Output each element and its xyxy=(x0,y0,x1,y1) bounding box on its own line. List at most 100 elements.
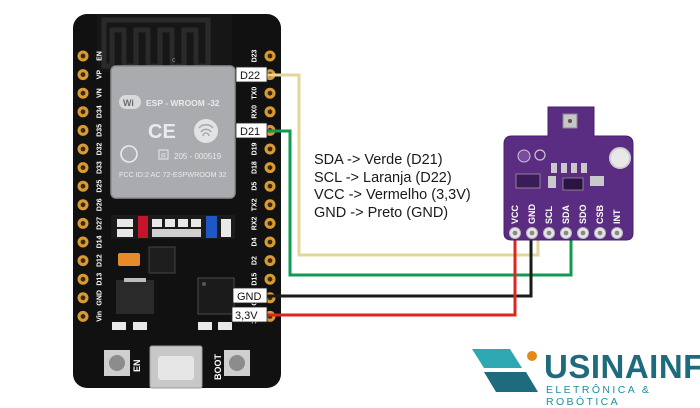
wire-scl-yellow xyxy=(266,73,540,257)
right-pin-tx2: TX2 xyxy=(252,198,276,211)
left-pin-d12: D12 xyxy=(77,254,104,267)
right-pin-label: D23 xyxy=(252,49,259,62)
left-pin-d32: D32 xyxy=(77,142,104,155)
left-pin-gnd: GND xyxy=(77,290,104,306)
left-pin-label: D12 xyxy=(97,254,104,267)
left-pin-label: Vin xyxy=(97,311,104,322)
left-pin-d25: D25 xyxy=(77,180,104,193)
wifi-arcs-icon xyxy=(198,123,214,137)
sensor-pin-scl: SCL xyxy=(543,205,555,239)
cert-r-box xyxy=(158,149,169,160)
callout-gnd: GND xyxy=(232,287,268,304)
sensor-pin-vcc: VCC xyxy=(509,204,521,239)
right-pin-label: D18 xyxy=(252,161,259,174)
sensor-pin-sda: SDA xyxy=(560,204,572,239)
left-pin-label: D13 xyxy=(97,273,104,286)
red-capacitor xyxy=(138,216,148,238)
right-pin-label: TX2 xyxy=(252,198,259,211)
left-pin-label: VN xyxy=(97,88,104,98)
left-pin-vp: VP xyxy=(77,69,104,81)
left-pin-label: D14 xyxy=(97,235,104,248)
callout-d22: D22 xyxy=(235,66,268,83)
wifi-logo-icon xyxy=(119,95,141,109)
left-pin-d33: D33 xyxy=(77,161,104,174)
ce-mark: CE xyxy=(148,121,176,143)
wire-sda-green xyxy=(266,129,573,277)
right-pin-label: D5 xyxy=(252,182,259,191)
svg-text:3,3V: 3,3V xyxy=(235,310,258,322)
right-pin-label: D2 xyxy=(252,256,259,265)
right-pin-label: RX2 xyxy=(252,216,259,230)
wifi-alliance-icon xyxy=(194,119,218,143)
smd-components xyxy=(111,215,235,239)
svg-text:D21: D21 xyxy=(240,126,260,138)
right-pin-d15: D15 xyxy=(252,273,276,286)
sensor-pin-header: VCC GND SCL SDA SDO CSB INT xyxy=(509,204,623,239)
note-sda: SDA -> Verde (D21) xyxy=(314,152,443,168)
note-scl: SCL -> Laranja (D22) xyxy=(314,169,452,186)
right-pin-rx0: RX0 xyxy=(252,105,276,119)
left-pin-d27: D27 xyxy=(77,217,104,230)
svg-text:GND: GND xyxy=(237,291,262,303)
right-pin-d5: D5 xyxy=(252,180,276,192)
right-pin-tx0: TX0 xyxy=(252,87,276,100)
voltage-regulator xyxy=(116,280,154,314)
right-pin-rx2: RX2 xyxy=(252,216,276,230)
sensor-components xyxy=(515,163,604,191)
sensor-pin-label: SCL xyxy=(544,205,554,224)
left-pin-label: D26 xyxy=(97,198,104,211)
wroom-module xyxy=(110,65,236,199)
connection-notes: SDA -> Verde (D21) SCL -> Laranja (D22) … xyxy=(314,152,471,222)
cert-mark: R xyxy=(161,153,166,160)
left-pin-vin: Vin xyxy=(77,310,104,322)
en-button xyxy=(104,350,130,376)
sensor-pin-label: VCC xyxy=(510,204,520,224)
wires xyxy=(266,73,573,317)
sensor-pin-label: INT xyxy=(612,209,622,224)
bme280-board xyxy=(503,106,634,241)
right-pin-d19: D19 xyxy=(252,142,276,155)
right-pin-d2: D2 xyxy=(252,255,276,267)
left-pin-label: GND xyxy=(97,290,104,306)
antenna-mark: c xyxy=(172,57,176,64)
right-pin-d4: D4 xyxy=(252,236,276,248)
left-pin-d34: D34 xyxy=(77,105,104,118)
blue-capacitor xyxy=(206,216,217,238)
right-pin-label: RX0 xyxy=(252,105,259,119)
boot-button-label: BOOT xyxy=(213,353,223,380)
sensor-pin-label: SDO xyxy=(578,204,588,224)
telec-icon xyxy=(120,145,138,163)
right-pin-label: D19 xyxy=(252,142,259,155)
boot-button xyxy=(224,350,250,376)
sensor-pin-csb: CSB xyxy=(594,204,606,239)
right-pin-label: TX0 xyxy=(252,87,259,100)
left-pin-d14: D14 xyxy=(77,235,104,248)
cert-number: 205 - 000519 xyxy=(174,152,222,161)
brand-name: USINAINFO xyxy=(544,348,700,385)
sensor-pin-label: CSB xyxy=(595,204,605,224)
callout-3v3: 3,3V xyxy=(231,306,268,323)
right-pin-d23: D23 xyxy=(252,49,276,62)
usb-uart-chip xyxy=(148,246,176,274)
left-pin-d13: D13 xyxy=(77,273,104,286)
left-pin-label: EN xyxy=(97,51,104,61)
left-pin-label: D35 xyxy=(97,124,104,137)
left-pin-label: D25 xyxy=(97,180,104,193)
sensor-pin-gnd: GND xyxy=(526,204,538,239)
wifi-badge-text: Wi xyxy=(123,98,134,108)
svg-text:D22: D22 xyxy=(240,70,260,82)
power-led xyxy=(118,253,140,266)
note-gnd: GND -> Preto (GND) xyxy=(314,204,449,221)
callout-d21: D21 xyxy=(235,122,268,139)
brand-block: USINAINFO ELETRÔNICA & ROBÓTICA xyxy=(470,344,700,408)
left-pin-vn: VN xyxy=(77,87,104,99)
en-button-label: EN xyxy=(132,359,142,372)
wire-gnd-black xyxy=(266,233,533,298)
left-pin-label: D32 xyxy=(97,142,104,155)
left-pin-label: VP xyxy=(97,70,104,80)
brand-tagline: ELETRÔNICA & ROBÓTICA xyxy=(546,384,652,408)
left-pin-label: D33 xyxy=(97,161,104,174)
module-model: ESP - WROOM -32 xyxy=(146,98,220,108)
